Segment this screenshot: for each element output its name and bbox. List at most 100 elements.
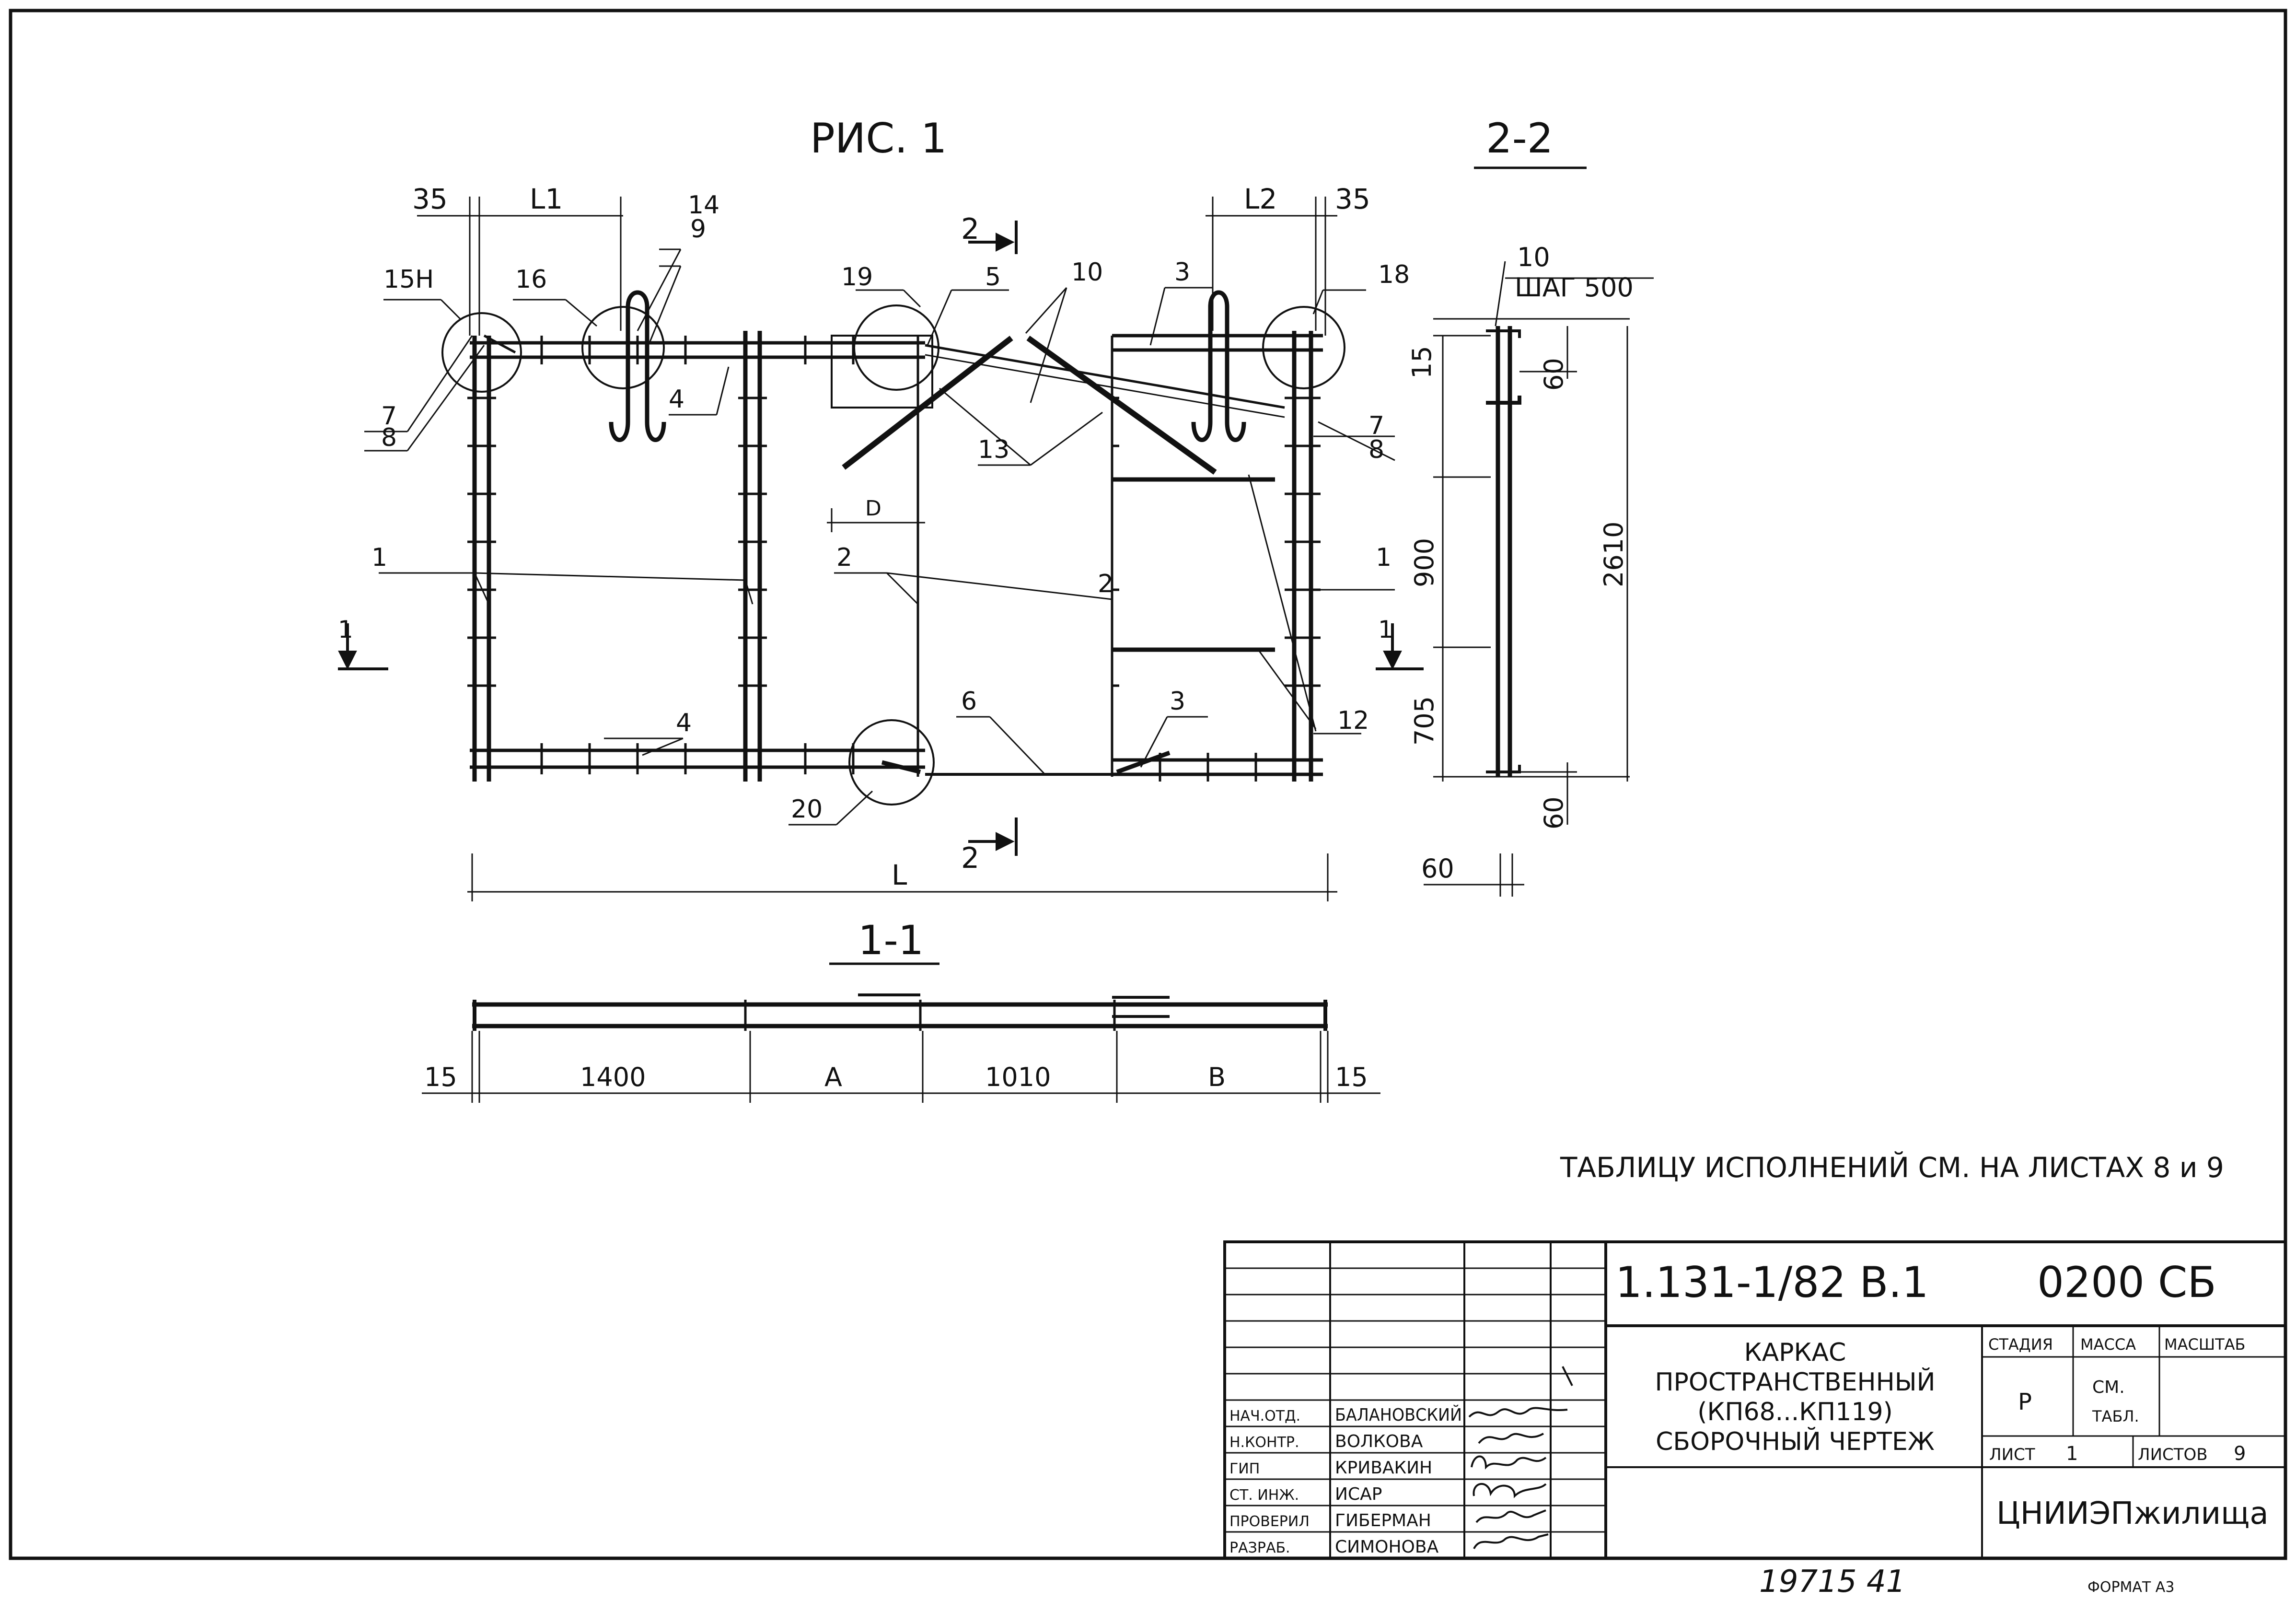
stage-header: СТАДИЯ xyxy=(1988,1335,2053,1354)
section-mark-2-top: 2 xyxy=(961,212,979,246)
detail-circle-20 xyxy=(848,719,935,806)
signature-1 xyxy=(1468,1366,1573,1418)
sheets-total: 9 xyxy=(2234,1443,2246,1465)
section-mark-2-bottom: 2 xyxy=(961,841,979,875)
sec11-dim-a: A xyxy=(824,1062,842,1092)
callout-9: 9 xyxy=(690,215,706,244)
role-5: ПРОВЕРИЛ xyxy=(1229,1513,1310,1530)
person-2: ВОЛКОВА xyxy=(1335,1432,1423,1451)
section-mark-1-left: 1 xyxy=(338,616,353,643)
dim-edge-left: 35 xyxy=(412,183,448,215)
signature-4 xyxy=(1473,1483,1547,1498)
callout-3-top: 3 xyxy=(1174,258,1190,287)
signatures xyxy=(1468,1366,1573,1550)
signature-5 xyxy=(1475,1509,1546,1523)
sec11-dim-1400: 1400 xyxy=(580,1062,646,1092)
section-1-1: 1-1 15 1400 A 1010 B 15 xyxy=(422,917,1380,1103)
callout-14: 14 xyxy=(688,191,719,220)
note-table-reference: ТАБЛИЦУ ИСПОЛНЕНИЙ СМ. НА ЛИСТАХ 8 и 9 xyxy=(1560,1151,2224,1184)
dim-d: D xyxy=(865,496,881,521)
inventory-number: 19715 41 xyxy=(1759,1564,1905,1600)
sheet-label: ЛИСТ xyxy=(1989,1445,2035,1464)
section-11-title: 1-1 xyxy=(858,917,924,964)
sec22-dim-2610: 2610 xyxy=(1599,522,1629,587)
format-label: ФОРМАТ А3 xyxy=(2087,1579,2174,1596)
callout-2-left: 2 xyxy=(836,543,852,572)
doc-name-line-2: ПРОСТРАНСТВЕННЫЙ xyxy=(1655,1367,1935,1397)
callout-18: 18 xyxy=(1378,260,1410,289)
mass-value-line-1: СМ. xyxy=(2092,1378,2125,1397)
callout-10-plan: 10 xyxy=(1071,258,1103,287)
callout-19: 19 xyxy=(841,263,873,292)
person-3: КРИВАКИН xyxy=(1335,1458,1432,1478)
role-6: РАЗРАБ. xyxy=(1229,1540,1290,1556)
callout-15h: 15Н xyxy=(383,265,434,294)
dim-total-l: L xyxy=(892,859,907,891)
scale-header: МАСШТАБ xyxy=(2164,1335,2245,1354)
sec22-pitch-label: ШАГ 500 xyxy=(1515,272,1634,303)
person-1: БАЛАНОВСКИЙ xyxy=(1335,1405,1462,1425)
role-3: ГИП xyxy=(1229,1460,1260,1477)
plan-view: РИС. 1 xyxy=(338,115,1424,901)
signature-3 xyxy=(1471,1455,1547,1470)
signature-6 xyxy=(1473,1533,1549,1550)
callout-1-left: 1 xyxy=(371,543,387,572)
stage-value: Р xyxy=(2018,1389,2032,1415)
detail-circle-19 xyxy=(853,304,939,391)
sec22-dim-900: 900 xyxy=(1409,538,1439,587)
person-4: ИСАР xyxy=(1335,1484,1382,1504)
section-22-title: 2-2 xyxy=(1486,115,1553,163)
sec22-dim-60-top: 60 xyxy=(1539,358,1569,391)
role-2: Н.КОНТР. xyxy=(1229,1434,1299,1451)
callout-13: 13 xyxy=(978,435,1009,464)
callout-12: 12 xyxy=(1337,706,1369,735)
doc-code: 1.131-1/82 В.1 xyxy=(1615,1258,1929,1307)
callout-2-right: 2 xyxy=(1098,570,1113,598)
mass-header: МАССА xyxy=(2080,1335,2136,1354)
mass-value-line-2: ТАБЛ. xyxy=(2092,1407,2139,1425)
sec11-dim-15-right: 15 xyxy=(1335,1062,1368,1092)
doc-name-line-4: СБОРОЧНЫЙ ЧЕРТЕЖ xyxy=(1656,1427,1935,1456)
callout-7-right: 7 xyxy=(1368,411,1384,440)
doc-name-line-3: (КП68...КП119) xyxy=(1697,1398,1893,1426)
sec22-dim-60-bottom: 60 xyxy=(1539,796,1569,829)
section-mark-1-right: 1 xyxy=(1378,616,1393,643)
organization: ЦНИИЭПжилища xyxy=(1996,1496,2269,1531)
callout-1-right: 1 xyxy=(1376,543,1392,572)
callout-7-left: 7 xyxy=(381,402,397,431)
role-1: НАЧ.ОТД. xyxy=(1229,1408,1300,1425)
drawing-frame xyxy=(9,9,2287,1560)
section-2-2: 2-2 10 ШАГ 500 15 60 xyxy=(1407,115,1654,897)
sec11-dim-15-left: 15 xyxy=(424,1062,457,1092)
callout-5: 5 xyxy=(985,263,1001,292)
detail-circle-15h xyxy=(441,312,522,393)
sheet-number: 1 xyxy=(2066,1443,2078,1465)
callout-4-top: 4 xyxy=(669,385,684,414)
callout-3-bottom: 3 xyxy=(1170,687,1185,716)
callout-8-left: 8 xyxy=(381,423,397,452)
title-block xyxy=(1223,1240,2287,1560)
sec11-dim-1010: 1010 xyxy=(985,1062,1051,1092)
callout-16: 16 xyxy=(515,265,547,294)
person-6: СИМОНОВА xyxy=(1335,1537,1439,1557)
detail-circle-18 xyxy=(1262,306,1345,389)
title-block-text: 1.131-1/82 В.1 0200 СБ КАРКАС ПРОСТРАНСТ… xyxy=(1229,1258,2269,1557)
figure-title: РИС. 1 xyxy=(810,115,947,163)
detail-circle-16 xyxy=(581,306,665,389)
callout-20: 20 xyxy=(791,795,823,824)
doc-number: 0200 СБ xyxy=(2037,1258,2216,1307)
dim-l1: L1 xyxy=(530,183,563,215)
callout-6: 6 xyxy=(961,687,977,716)
signature-2 xyxy=(1478,1433,1544,1444)
sec11-dim-b: B xyxy=(1208,1062,1226,1092)
sheets-label: ЛИСТОВ xyxy=(2138,1445,2208,1464)
role-4: СТ. ИНЖ. xyxy=(1229,1487,1299,1504)
sec22-dim-705: 705 xyxy=(1409,696,1439,746)
sec22-callout-10: 10 xyxy=(1517,242,1550,272)
person-5: ГИБЕРМАН xyxy=(1335,1511,1431,1530)
dim-edge-right: 35 xyxy=(1335,183,1370,215)
callout-8-right: 8 xyxy=(1368,435,1384,464)
doc-name-line-1: КАРКАС xyxy=(1744,1338,1846,1367)
dim-l2: L2 xyxy=(1244,183,1277,215)
